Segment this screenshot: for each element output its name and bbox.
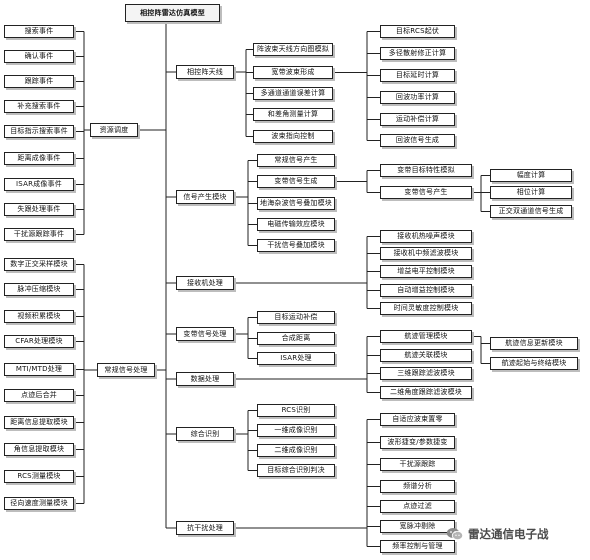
- node-a-doppler-calc: 运动补偿计算: [380, 113, 455, 126]
- node-g-orth: 正交双通道信号生成: [490, 205, 572, 218]
- node-a-multichan: 多通道通道误差计算: [253, 87, 333, 100]
- node-g-var: 变带信号生成: [257, 175, 335, 188]
- node-s-track: 跟踪事件: [4, 75, 74, 88]
- node-p-doppler: 径向速度测量模块: [4, 497, 74, 510]
- node-recog: 综合识别: [176, 427, 234, 441]
- node-c-rcs: RCS识别: [257, 404, 335, 417]
- node-j-pulse-select: 点迹过滤: [380, 500, 455, 513]
- node-g-clutter: 地海杂波信号叠加模块: [257, 197, 335, 210]
- node-p-angle-meas: 角信息提取模块: [4, 443, 74, 456]
- node-varsig-proc: 变带信号处理: [176, 327, 234, 341]
- node-d-output: 航迹起始与终结模块: [490, 357, 578, 370]
- wechat-icon: [446, 528, 464, 541]
- node-c-2d: 二维成像识别: [257, 444, 335, 457]
- node-s-isar: ISAR成像事件: [4, 178, 74, 191]
- node-phased-antenna: 相控阵天线: [176, 65, 234, 79]
- node-data-proc: 数据处理: [176, 372, 234, 386]
- node-v-ifft: 合成距离: [257, 332, 335, 345]
- node-r-stc: 增益电平控制模块: [380, 265, 472, 278]
- node-sig-gen: 信号产生模块: [176, 190, 234, 204]
- node-d-2d-filter: 二维角度跟踪滤波模块: [380, 386, 472, 399]
- node-v-motion: 目标运动补偿: [257, 311, 335, 324]
- node-c-1d: 一维成像识别: [257, 424, 335, 437]
- node-sched: 资源调度: [90, 123, 138, 137]
- node-d-target-gen: 航迹信息更新模块: [490, 337, 578, 350]
- node-g-var-gen: 变带信号产生: [380, 186, 472, 199]
- node-g-env: 电磁传输效应模块: [257, 218, 335, 231]
- node-j-pulse-reject: 宽脉冲剔除: [380, 520, 455, 533]
- node-a-range-calc: 目标延时计算: [380, 69, 455, 82]
- node-p-pc: 脉冲压缩模块: [4, 283, 74, 296]
- node-p-qd: 数字正交采样模块: [4, 258, 74, 271]
- node-a-echo-gen: 回波信号生成: [380, 134, 455, 147]
- watermark-text: 雷达通信电子战: [468, 527, 549, 541]
- node-aj-proc: 抗干扰处理: [176, 521, 234, 535]
- node-j-jam-track: 干扰源跟踪: [380, 458, 455, 471]
- node-c-fusion: 目标综合识别判决: [257, 464, 335, 477]
- node-g-phase: 相位计算: [490, 186, 572, 199]
- node-p-combine: 点迹后合并: [4, 389, 74, 402]
- node-d-assoc: 航迹关联模块: [380, 349, 472, 362]
- node-a-multipath: 多径散射修正计算: [380, 47, 455, 60]
- node-g-conv: 常规信号产生: [257, 154, 335, 167]
- node-s-lostproc: 失跟处理事件: [4, 203, 74, 216]
- node-a-wideband: 宽带波束形成: [253, 66, 333, 79]
- node-s-supp-search: 补充搜索事件: [4, 100, 74, 113]
- node-g-jam: 干扰信号叠加模块: [257, 239, 335, 252]
- node-d-3d-filter: 三维跟踪滤波模块: [380, 367, 472, 380]
- node-s-hrrp: 距离成像事件: [4, 152, 74, 165]
- node-r-limit: 时间灵敏度控制模块: [380, 302, 472, 315]
- node-s-jam-track: 干扰源跟踪事件: [4, 228, 74, 241]
- node-p-mti: MTI/MTD处理: [4, 363, 74, 376]
- node-j-sidelobe-blank: 自适应波束置零: [380, 413, 455, 426]
- node-g-amp: 幅度计算: [490, 169, 572, 182]
- node-p-range-meas: 距离信息提取模块: [4, 416, 74, 429]
- watermark: 雷达通信电子战: [446, 524, 586, 544]
- node-j-freq-ctrl: 频率控制与管理: [380, 540, 455, 553]
- node-a-echo-calc: 回波功率计算: [380, 91, 455, 104]
- node-s-search: 搜索事件: [4, 25, 74, 38]
- node-r-filter: 接收机中频滤波模块: [380, 247, 472, 260]
- node-j-sidelobe-cancel: 波形捷变/参数捷变: [380, 436, 455, 449]
- node-a-diffpattern: 和差角测量计算: [253, 108, 333, 121]
- node-root: 相控阵雷达仿真模型: [125, 4, 220, 22]
- node-j-freq-agile: 频谱分析: [380, 480, 455, 493]
- node-g-target-model: 变带目标特性模拟: [380, 164, 472, 177]
- node-s-confirm: 确认事件: [4, 50, 74, 63]
- node-rx-proc: 接收机处理: [176, 276, 234, 290]
- node-d-track-mgmt: 航迹管理模块: [380, 330, 472, 343]
- node-a-rcs-fluct: 目标RCS起伏: [380, 25, 455, 38]
- node-p-cfar: CFAR处理模块: [4, 335, 74, 348]
- node-a-pointing: 波束指向控制: [253, 130, 333, 143]
- node-sig-proc: 常规信号处理: [97, 363, 155, 377]
- node-p-rcs: RCS测量模块: [4, 470, 74, 483]
- node-s-cue-search: 目标指示搜索事件: [4, 125, 74, 138]
- node-p-mtd: 视频积累模块: [4, 310, 74, 323]
- node-a-beam: 阵波束天线方向图模拟: [253, 43, 333, 56]
- node-r-agc: 自动增益控制模块: [380, 284, 472, 297]
- node-r-noise: 接收机热噪声模块: [380, 230, 472, 243]
- node-v-isar: ISAR处理: [257, 352, 335, 365]
